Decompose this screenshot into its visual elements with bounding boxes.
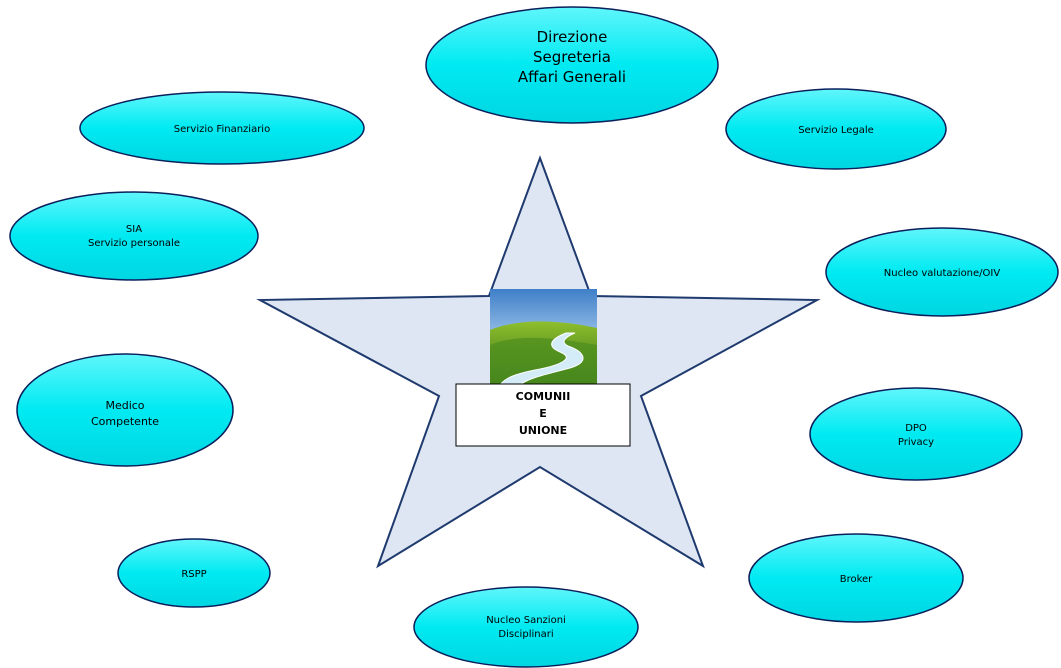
node-legale-line-1: Servizio Legale — [798, 125, 874, 136]
node-dpo-line-1: DPO — [905, 423, 927, 434]
node-nucleo-valutazione: Nucleo valutazione/OIV — [825, 227, 1059, 317]
center-label-box — [455, 383, 631, 447]
node-medico-line-2: Competente — [91, 415, 159, 428]
node-direzione-line-3: Affari Generali — [518, 68, 626, 86]
node-medico: Medico Competente — [16, 353, 234, 467]
center-label-line-2: E — [539, 407, 547, 420]
node-medico-line-1: Medico — [105, 399, 144, 412]
landscape-logo — [490, 289, 597, 386]
node-dpo-line-2: Privacy — [898, 437, 934, 448]
node-finanziario: Servizio Finanziario — [79, 91, 365, 165]
node-broker-line-1: Broker — [840, 574, 873, 585]
node-rspp-line-1: RSPP — [181, 569, 206, 580]
node-sia: SIA Servizio personale — [9, 191, 259, 281]
node-sia-line-1: SIA — [126, 224, 142, 235]
node-dpo: DPO Privacy — [809, 387, 1023, 481]
node-direzione-line-1: Direzione — [537, 28, 608, 46]
center-label-line-3: UNIONE — [519, 424, 567, 437]
node-broker: Broker — [748, 533, 964, 623]
node-sia-line-2: Servizio personale — [88, 238, 180, 249]
node-nucleo-sanzioni-line-2: Disciplinari — [498, 629, 553, 640]
node-legale: Servizio Legale — [725, 88, 947, 170]
center-label-line-1: COMUNII — [516, 390, 571, 403]
node-direzione: Direzione Segreteria Affari Generali — [425, 6, 719, 124]
node-nucleo-sanzioni: Nucleo Sanzioni Disciplinari — [413, 586, 639, 668]
node-direzione-line-2: Segreteria — [533, 48, 611, 66]
node-nucleo-valutazione-line-1: Nucleo valutazione/OIV — [884, 268, 1001, 279]
node-rspp: RSPP — [117, 538, 271, 608]
node-finanziario-line-1: Servizio Finanziario — [174, 124, 270, 135]
node-nucleo-sanzioni-line-1: Nucleo Sanzioni — [486, 615, 566, 626]
